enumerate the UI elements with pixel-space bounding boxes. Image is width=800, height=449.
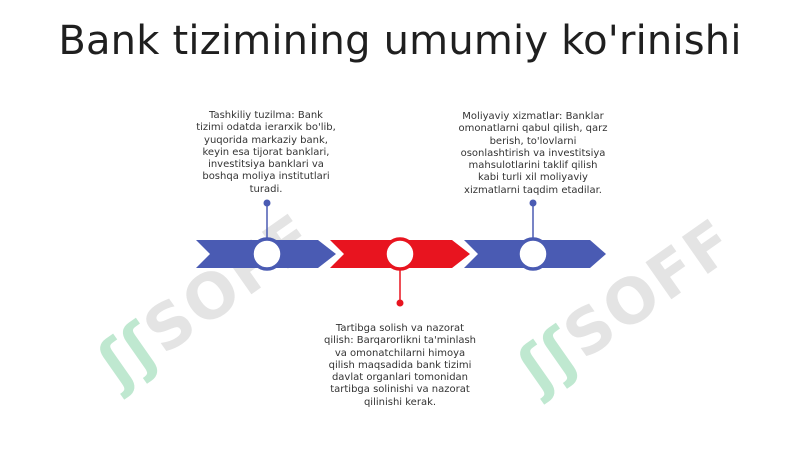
connector-dot: [263, 199, 271, 207]
timeline-node: [516, 237, 550, 271]
connector-dot: [529, 199, 537, 207]
timeline-node: [250, 237, 284, 271]
event-description: Tashkiliy tuzilma: Bank tizimi odatda ie…: [196, 110, 336, 195]
connector-dot: [396, 299, 404, 307]
event-description: Tartibga solish va nazorat qilish: Barqa…: [323, 323, 477, 408]
timeline-node: [383, 237, 417, 271]
event-description: Moliyaviy xizmatlar: Banklar omonatlarni…: [458, 111, 608, 196]
slide-title: Bank tizimining umumiy ko'rinishi: [58, 18, 742, 64]
